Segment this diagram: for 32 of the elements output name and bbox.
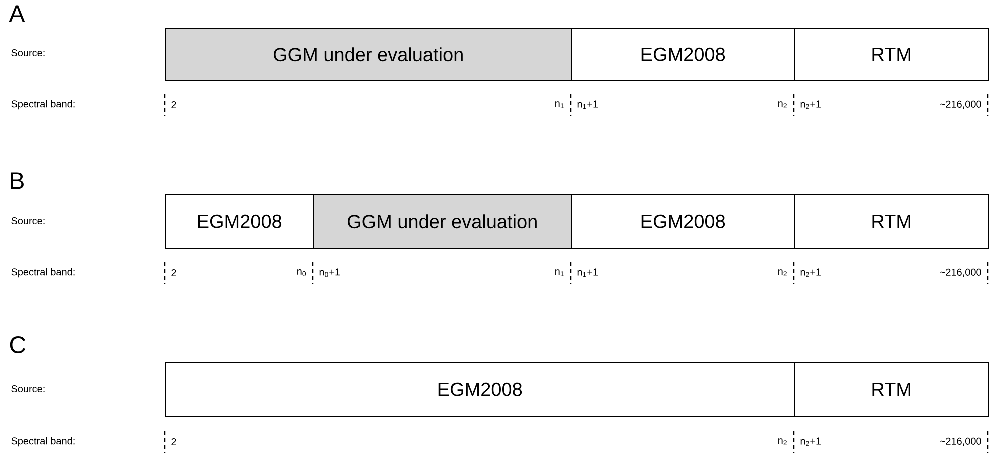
band-limit: n$_{2}$: [778, 438, 787, 446]
band-limit: n$_{2}$+1: [800, 268, 822, 278]
row-label: Spectral band:: [12, 100, 75, 110]
source-band-box: EGM2008: [165, 194, 314, 250]
band-limit: n$_{0}$+1: [320, 268, 340, 278]
band-limit: n$_{0}$: [298, 270, 306, 276]
band-limit: n$_{2}$+1: [800, 438, 822, 446]
band-limit: n$_{1}$: [556, 270, 564, 276]
band-limit: n$_{1}$+1: [578, 268, 598, 278]
source-band-box: EGM2008: [571, 28, 796, 82]
band-limit: n$_{1}$: [556, 102, 564, 108]
band-limit: 2: [172, 438, 176, 446]
source-band-box: RTM: [794, 28, 990, 82]
source-band-box: RTM: [794, 194, 990, 250]
band-limit: 2: [172, 270, 176, 276]
source-band-box: GGM under evaluation: [313, 194, 572, 250]
source-band-box: RTM: [794, 362, 990, 418]
row-label: Source:: [12, 217, 45, 225]
row-label: Source:: [12, 49, 45, 57]
panel-letter: C: [10, 336, 26, 354]
band-limit: n$_{2}$: [778, 270, 787, 276]
row-label: Spectral band:: [12, 268, 75, 278]
panel-letter: A: [9, 6, 26, 22]
band-limit: 2: [172, 102, 176, 108]
band-limit: n$_{1}$+1: [578, 100, 598, 110]
row-label: Source:: [12, 385, 45, 393]
panel-letter: B: [11, 172, 24, 190]
row-label: Spectral band:: [12, 437, 75, 447]
band-limit: n$_{2}$: [778, 102, 787, 108]
source-band-box: GGM under evaluation: [165, 28, 572, 82]
band-limit: n$_{2}$+1: [800, 100, 822, 110]
source-band-box: EGM2008: [571, 194, 796, 250]
